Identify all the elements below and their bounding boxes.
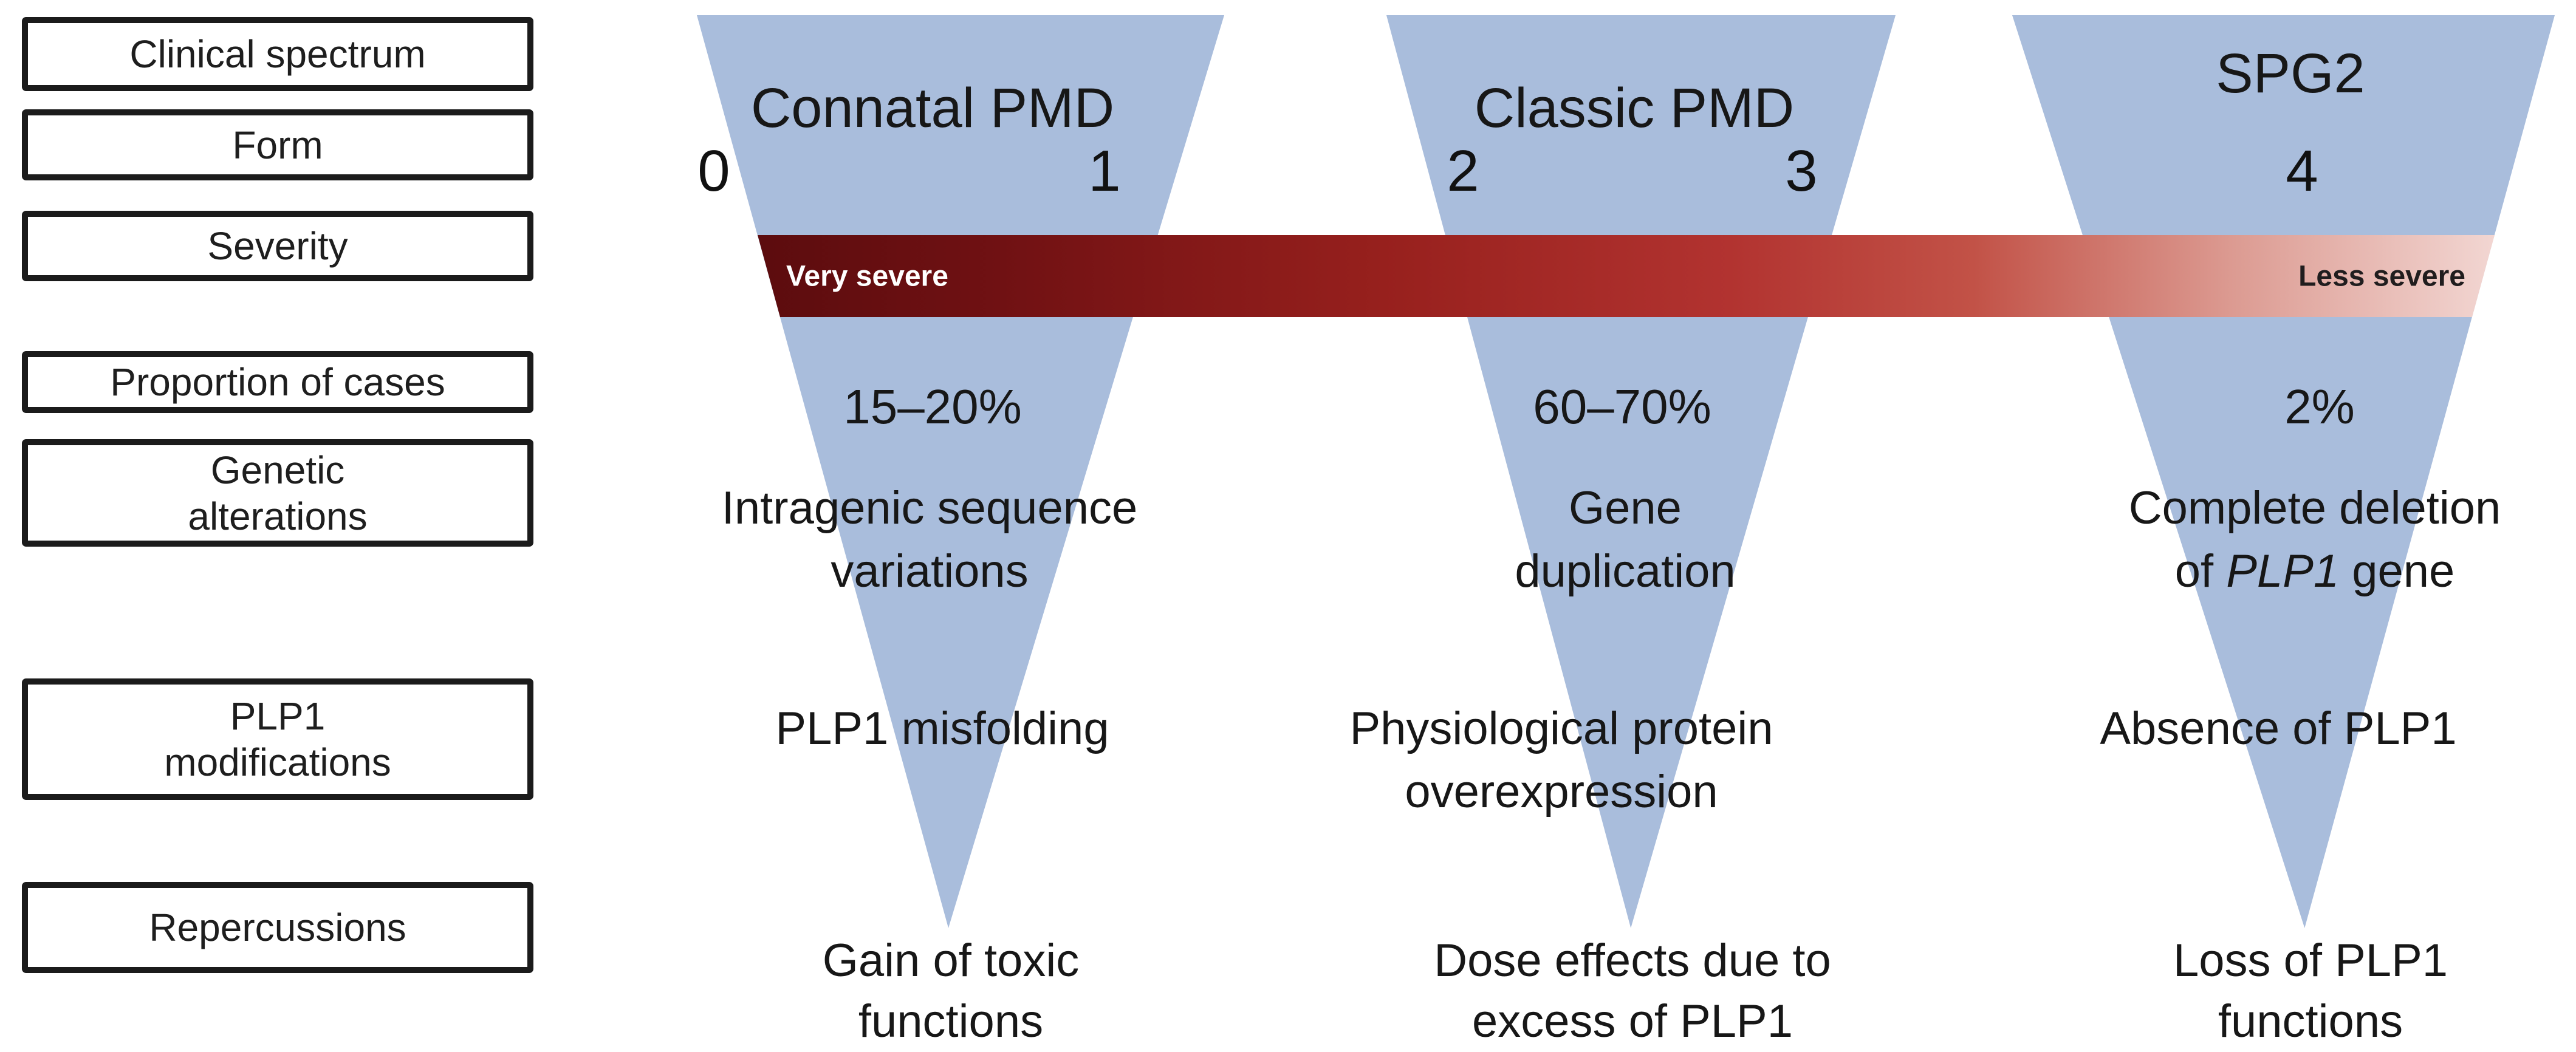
- row-label-plp1-modifications-line1: PLP1: [230, 694, 326, 738]
- repercussions-connatal: Gain of toxic functions: [823, 931, 1079, 1052]
- grade-3: 3: [1785, 138, 1818, 203]
- row-label-box-proportion-of-cases: Proportion of cases: [22, 351, 533, 413]
- funnel-spg2: [2012, 15, 2555, 928]
- row-label-clinical-spectrum: Clinical spectrum: [129, 32, 426, 76]
- genetic-spg2-line1: Complete deletion: [2128, 482, 2501, 534]
- plp1-classic-line2: overexpression: [1405, 766, 1718, 818]
- row-label-box-severity: Severity: [22, 211, 533, 281]
- genetic-alteration-connatal: Intragenic sequence variations: [722, 477, 1137, 603]
- row-label-genetic-alterations-line2: alterations: [188, 494, 368, 538]
- severity-gradient-bar: Very severe Less severe: [758, 235, 2495, 317]
- row-label-genetic-alterations-line1: Genetic: [210, 448, 345, 492]
- row-label-box-genetic-alterations: Genetic alterations: [22, 439, 533, 547]
- repercussions-spg2-line2: functions: [2218, 996, 2403, 1047]
- grade-4: 4: [2286, 138, 2318, 203]
- row-label-box-plp1-modifications: PLP1 modifications: [22, 678, 533, 800]
- plp1-modification-spg2: Absence of PLP1: [2100, 703, 2457, 754]
- severity-label-less-severe: Less severe: [2298, 260, 2465, 292]
- genetic-alteration-classic: Gene duplication: [1515, 477, 1735, 603]
- row-label-box-form: Form: [22, 109, 533, 180]
- plp1-modification-connatal: PLP1 misfolding: [775, 703, 1109, 754]
- row-label-repercussions: Repercussions: [149, 906, 406, 949]
- form-label-connatal-pmd: Connatal PMD: [750, 77, 1115, 139]
- severity-label-very-severe: Very severe: [786, 260, 948, 292]
- grade-1: 1: [1088, 138, 1121, 203]
- form-label-classic-pmd: Classic PMD: [1474, 77, 1795, 139]
- repercussions-connatal-line2: functions: [858, 996, 1044, 1047]
- row-label-proportion-of-cases: Proportion of cases: [110, 360, 445, 404]
- repercussions-connatal-line1: Gain of toxic: [822, 935, 1080, 986]
- repercussions-spg2-line1: Loss of PLP1: [2173, 935, 2448, 986]
- genetic-connatal-line1: Intragenic sequence: [721, 482, 1138, 534]
- row-label-box-clinical-spectrum: Clinical spectrum: [22, 17, 533, 91]
- row-label-plp1-modifications-line2: modifications: [164, 740, 391, 784]
- proportion-spg2: 2%: [2284, 380, 2355, 434]
- funnel-connatal-pmd: [697, 15, 1224, 928]
- repercussions-spg2: Loss of PLP1 functions: [2173, 931, 2448, 1052]
- plp1-modification-classic: Physiological protein overexpression: [1349, 697, 1773, 824]
- genetic-alteration-spg2: Complete deletion of PLP1 gene: [2129, 477, 2501, 603]
- proportion-connatal: 15–20%: [843, 380, 1022, 434]
- repercussions-classic: Dose effects due to excess of PLP1: [1434, 931, 1831, 1052]
- form-label-spg2: SPG2: [2216, 43, 2365, 104]
- genetic-spg2-line2-post: gene: [2339, 545, 2455, 597]
- row-label-severity: Severity: [207, 224, 348, 268]
- proportion-classic: 60–70%: [1533, 380, 1711, 434]
- row-label-form: Form: [232, 123, 323, 167]
- grade-2: 2: [1447, 138, 1479, 203]
- plp1-classic-line1: Physiological protein: [1349, 703, 1773, 754]
- row-label-box-repercussions: Repercussions: [22, 882, 533, 973]
- genetic-classic-line1: Gene: [1569, 482, 1682, 534]
- genetic-spg2-line2: of PLP1 gene: [2129, 540, 2501, 603]
- grade-0: 0: [697, 138, 730, 203]
- repercussions-classic-line2: excess of PLP1: [1471, 996, 1793, 1047]
- genetic-connatal-line2: variations: [831, 545, 1029, 597]
- genetic-spg2-line2-pre: of: [2174, 545, 2227, 597]
- genetic-spg2-gene-name-italic: PLP1: [2226, 545, 2340, 597]
- repercussions-classic-line1: Dose effects due to: [1434, 935, 1831, 986]
- genetic-classic-line2: duplication: [1515, 545, 1736, 597]
